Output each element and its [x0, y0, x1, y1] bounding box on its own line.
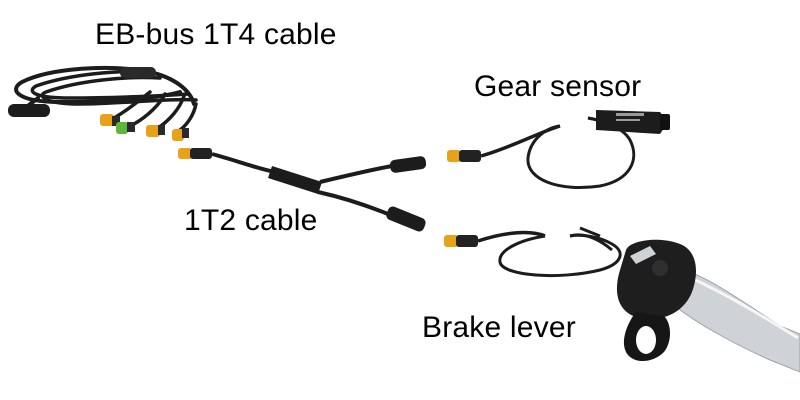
brake-lever-icon — [444, 226, 800, 373]
1t2-splitter-cable-icon — [178, 148, 427, 232]
brake-lever-label: Brake lever — [422, 311, 576, 344]
eb-bus-1t4-cable-label: EB-bus 1T4 cable — [95, 18, 337, 51]
1t2-cable-label: 1T2 cable — [184, 204, 318, 237]
gear-sensor-icon — [447, 110, 670, 190]
eb-bus-1t4-cable-icon — [8, 65, 198, 141]
gear-sensor-label: Gear sensor — [474, 70, 642, 103]
